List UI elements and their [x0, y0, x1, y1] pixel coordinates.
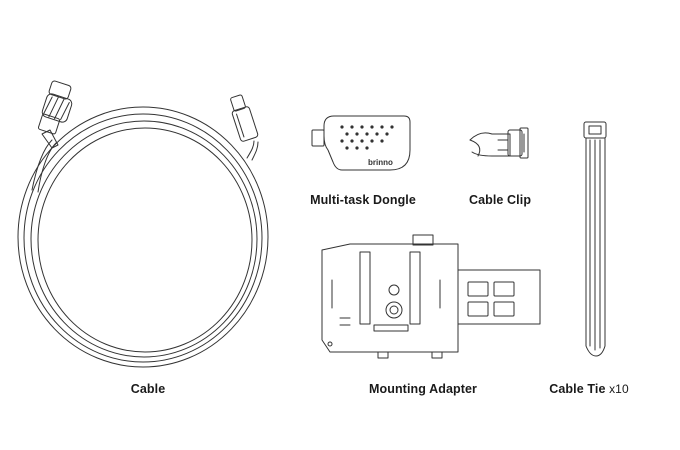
cable-tie-illustration: [583, 121, 607, 357]
cable-plug-right: [230, 94, 259, 142]
dongle-vent-dots: [340, 125, 394, 150]
mounting-adapter-label: Mounting Adapter: [368, 382, 478, 396]
mounting-adapter-illustration: [321, 234, 541, 359]
dongle-logo: brinno: [368, 158, 393, 167]
dongle-label: Multi-task Dongle: [310, 193, 416, 207]
cable-illustration: [17, 80, 269, 368]
cable-clip-illustration: [469, 127, 529, 159]
cable-tie-label: Cable Tie x10: [549, 382, 629, 396]
cable-plug-left: [37, 80, 73, 149]
cable-tie-quantity: x10: [609, 382, 629, 396]
cable-label: Cable: [130, 382, 166, 396]
cable-clip-label: Cable Clip: [468, 193, 532, 207]
dongle-illustration: brinno: [311, 115, 411, 171]
